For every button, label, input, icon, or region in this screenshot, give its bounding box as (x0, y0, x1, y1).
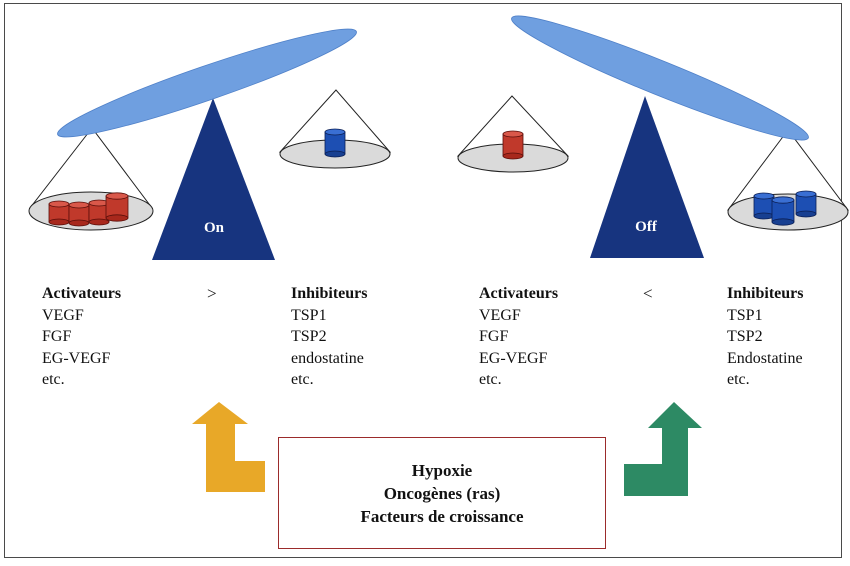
list-item: VEGF (42, 306, 84, 324)
list-item: EG-VEGF (479, 349, 548, 367)
list-item: etc. (42, 371, 65, 388)
list-item: EG-VEGF (42, 349, 111, 367)
left-activator-pan (28, 127, 154, 231)
list-item: etc. (479, 371, 502, 388)
list-item: FGF (42, 328, 72, 345)
list-item: VEGF (479, 306, 521, 324)
right-activators-list: Activateurs VEGF FGF EG-VEGF etc. (479, 283, 558, 391)
figure-frame (4, 3, 842, 558)
list-item: Endostatine (727, 349, 803, 367)
factors-box: Hypoxie Oncogènes (ras) Facteurs de croi… (278, 437, 606, 549)
left-inhibitors-list: Inhibiteurs TSP1 TSP2 endostatine etc. (291, 283, 367, 391)
activator-cylinders (48, 192, 129, 227)
activators-title: Activateurs (479, 285, 559, 302)
less-than-sign: < (643, 284, 653, 303)
list-item: TSP1 (291, 306, 327, 324)
cylinder (795, 190, 817, 218)
cylinder (48, 200, 70, 226)
factor-line: Facteurs de croissance (360, 506, 524, 526)
arrow-off-icon (624, 402, 702, 496)
right-beam (511, 15, 809, 141)
greater-than-sign: > (207, 284, 217, 303)
list-item: TSP2 (291, 328, 327, 345)
right-balance: Off (456, 15, 849, 258)
list-item: TSP2 (727, 328, 763, 345)
off-label: Off (635, 219, 658, 235)
right-inhibitor-pan (727, 129, 849, 231)
left-inhibitor-pan (278, 89, 392, 169)
factor-line: Hypoxie (411, 460, 473, 480)
cylinder (105, 192, 129, 222)
list-item: endostatine (291, 349, 364, 367)
arrow-on-icon (192, 402, 265, 492)
activators-title: Activateurs (42, 285, 122, 302)
left-balance: On (28, 28, 392, 260)
left-activators-list: Activateurs VEGF FGF EG-VEGF etc. (42, 283, 121, 391)
list-item: FGF (479, 328, 509, 345)
list-item: TSP1 (727, 306, 763, 324)
factor-line: Oncogènes (ras) (383, 483, 501, 503)
inhibitor-cylinders (753, 190, 817, 226)
cylinder (88, 199, 110, 226)
cylinder (771, 196, 795, 226)
cylinder (324, 128, 346, 158)
cylinder (502, 130, 524, 160)
list-item: etc. (291, 371, 314, 388)
inhibitors-title: Inhibiteurs (727, 285, 804, 302)
cylinder (68, 201, 90, 227)
right-activator-pan (456, 95, 570, 173)
right-inhibitors-list: Inhibiteurs TSP1 TSP2 Endostatine etc. (727, 283, 803, 391)
on-label: On (204, 220, 225, 236)
right-fulcrum (590, 96, 704, 258)
left-beam (57, 28, 357, 138)
left-fulcrum (152, 98, 275, 260)
cylinder (753, 192, 775, 220)
list-item: etc. (727, 371, 750, 388)
inhibitors-title: Inhibiteurs (291, 285, 368, 302)
